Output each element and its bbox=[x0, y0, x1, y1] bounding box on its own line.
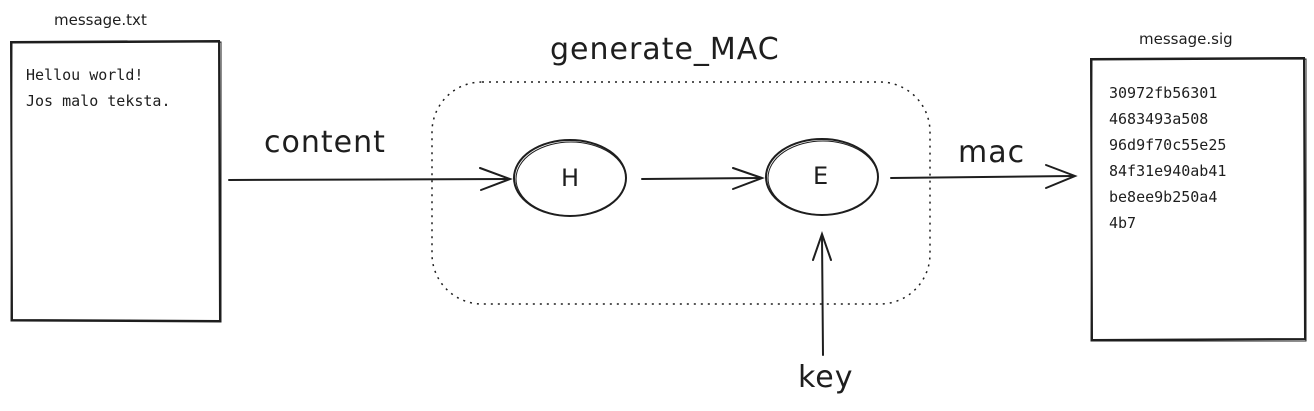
mac-arrow bbox=[890, 164, 1078, 189]
signature-line: 84f31e940ab41 bbox=[1109, 162, 1227, 180]
hash-node-label: H bbox=[561, 164, 580, 192]
input-file-box bbox=[9, 39, 222, 323]
signature-line: 30972fb56301 bbox=[1109, 84, 1218, 102]
key-label: key bbox=[798, 360, 854, 395]
output-file-content: 30972fb56301 4683493a508 96d9f70c55e25 8… bbox=[1109, 80, 1226, 236]
hash-node bbox=[513, 139, 627, 217]
signature-line: 4683493a508 bbox=[1109, 110, 1209, 128]
input-file-title: message.txt bbox=[54, 11, 147, 29]
input-file-content: Hellou world! Jos malo teksta. bbox=[26, 62, 171, 114]
input-file-line: Hellou world! bbox=[26, 66, 144, 84]
encrypt-node bbox=[765, 138, 879, 216]
signature-line: 96d9f70c55e25 bbox=[1109, 136, 1227, 154]
mac-label: mac bbox=[958, 135, 1026, 170]
encrypt-node-label: E bbox=[813, 162, 829, 190]
content-label: content bbox=[264, 125, 386, 160]
signature-line: be8ee9b250a4 bbox=[1109, 188, 1218, 206]
output-file-title: message.sig bbox=[1139, 30, 1233, 48]
content-arrow bbox=[228, 167, 513, 191]
hash-to-encrypt-arrow bbox=[641, 167, 765, 190]
output-file-box bbox=[1089, 56, 1307, 342]
generate-mac-title: generate_MAC bbox=[550, 32, 780, 67]
input-file-line: Jos malo teksta. bbox=[26, 92, 171, 110]
key-arrow bbox=[812, 230, 832, 356]
generate-mac-container bbox=[431, 81, 931, 305]
signature-line: 4b7 bbox=[1109, 214, 1137, 232]
